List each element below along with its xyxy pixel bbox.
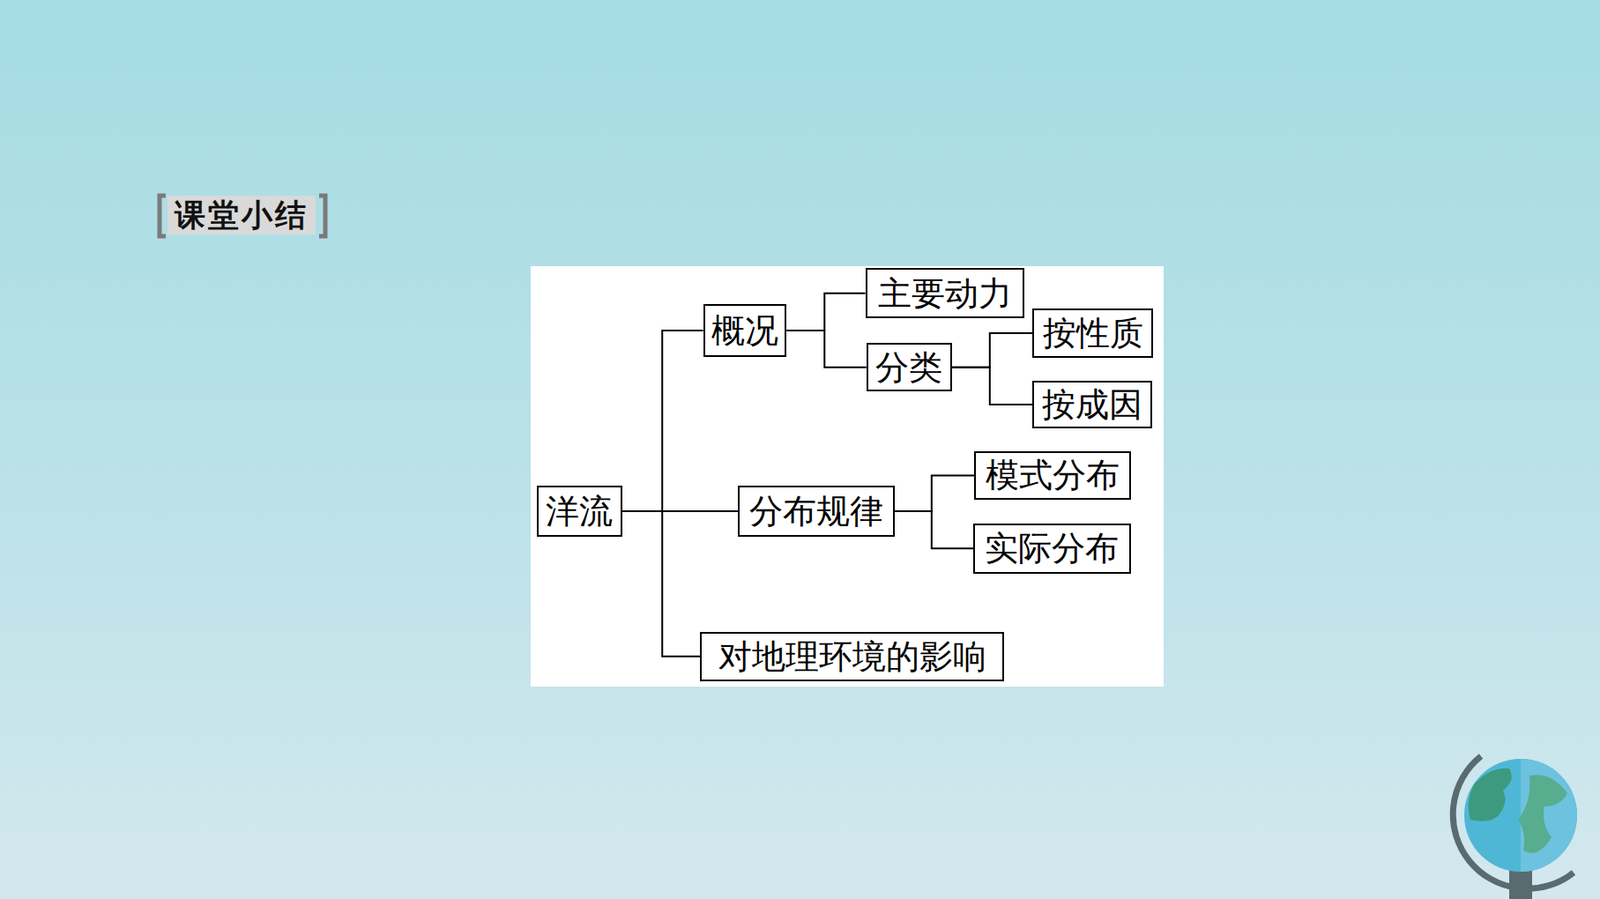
slide-heading: 课堂小结 — [167, 195, 316, 235]
concept-box: 按成因 — [1032, 380, 1152, 429]
concept-box: 按性质 — [1032, 308, 1154, 359]
concept-box: 模式分布 — [974, 451, 1131, 501]
tree-connector — [952, 333, 1033, 368]
box-label: 按成因 — [1041, 387, 1143, 422]
right-bracket — [319, 195, 326, 237]
tree-connector — [894, 475, 975, 512]
concept-box: 主要动力 — [865, 267, 1026, 319]
tree-connector — [786, 330, 866, 368]
title-brackets — [159, 195, 166, 237]
tree-connector — [622, 330, 703, 512]
concept-box: 实际分布 — [973, 523, 1131, 574]
tree-connector — [952, 367, 1033, 405]
tree-connector — [894, 511, 974, 549]
tree-connector — [786, 293, 865, 331]
tree-connector — [622, 511, 700, 657]
box-label: 概况 — [711, 313, 779, 348]
box-label: 实际分布 — [984, 531, 1119, 566]
box-label: 主要动力 — [878, 276, 1013, 311]
concept-box: 对地理环境的影响 — [699, 632, 1005, 683]
concept-box: 概况 — [703, 304, 788, 358]
globe-icon — [1452, 756, 1578, 899]
concept-box: 分类 — [866, 342, 953, 393]
globe-land — [1518, 774, 1568, 854]
box-label: 分布规律 — [749, 494, 884, 529]
concept-box: 洋流 — [536, 485, 623, 537]
box-label: 模式分布 — [985, 458, 1120, 492]
box-label: 对地理环境的影响 — [718, 640, 987, 674]
globe-sphere — [1464, 759, 1578, 872]
box-label: 分类 — [875, 350, 943, 385]
box-label: 洋流 — [545, 494, 613, 529]
concept-box: 分布规律 — [737, 485, 895, 537]
globe-land — [1468, 768, 1512, 822]
box-label: 按性质 — [1042, 316, 1144, 350]
left-bracket — [159, 195, 166, 237]
globe-stand — [1509, 868, 1533, 899]
